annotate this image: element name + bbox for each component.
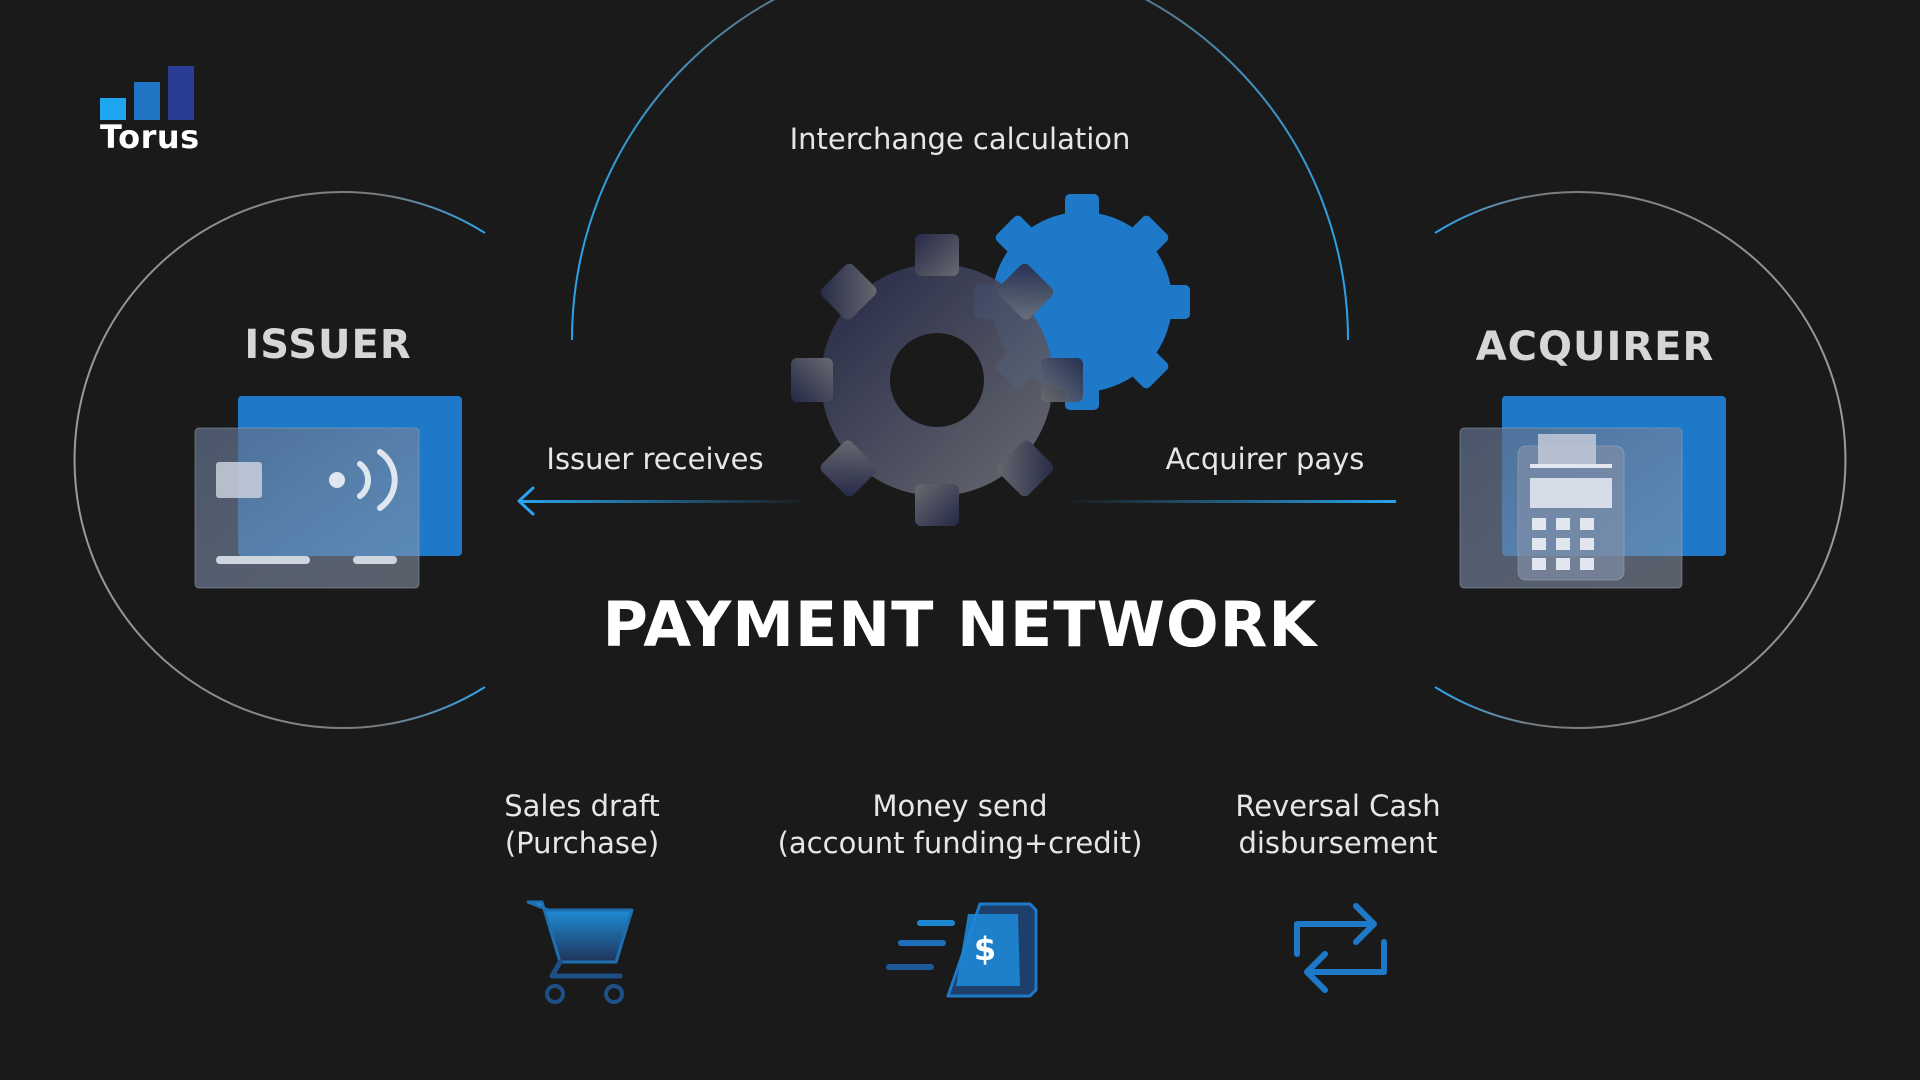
acquirer-ring <box>1434 191 1847 729</box>
issuer-title: ISSUER <box>244 322 412 368</box>
torus-logo-icon <box>100 66 194 120</box>
svg-text:$: $ <box>974 930 996 968</box>
shopping-cart-icon <box>526 900 634 1004</box>
reversal-arrows-icon <box>1294 903 1387 993</box>
transaction-line1: Reversal Cash <box>1235 789 1441 823</box>
transaction-line2: disbursement <box>1238 826 1438 860</box>
transaction-line1: Sales draft <box>504 789 660 823</box>
logo-text: Torus <box>100 118 200 156</box>
contactless-card-icon <box>194 396 462 589</box>
issuer-receives-arrow <box>517 486 810 516</box>
transaction-line2: (account funding+credit) <box>777 826 1143 860</box>
transaction-line2: (Purchase) <box>504 826 660 860</box>
issuer-ring <box>73 191 486 729</box>
acquirer-title: ACQUIRER <box>1475 324 1715 370</box>
payment-network-title: PAYMENT NETWORK <box>602 588 1318 661</box>
acquirer-pays-arrow <box>1065 500 1396 503</box>
transaction-label-reversal: Reversal Cash disbursement <box>1108 788 1568 862</box>
interchange-label: Interchange calculation <box>789 122 1131 156</box>
transaction-label-sales-draft: Sales draft (Purchase) <box>352 788 812 862</box>
interchange-arc <box>571 0 1349 341</box>
pos-terminal-icon <box>1459 396 1726 589</box>
money-send-icon: $ <box>886 902 1038 998</box>
transaction-label-money-send: Money send (account funding+credit) <box>730 788 1190 862</box>
issuer-receives-label: Issuer receives <box>546 442 764 476</box>
transaction-line1: Money send <box>872 789 1048 823</box>
gears-icon <box>791 194 1190 526</box>
acquirer-pays-label: Acquirer pays <box>1165 442 1365 476</box>
